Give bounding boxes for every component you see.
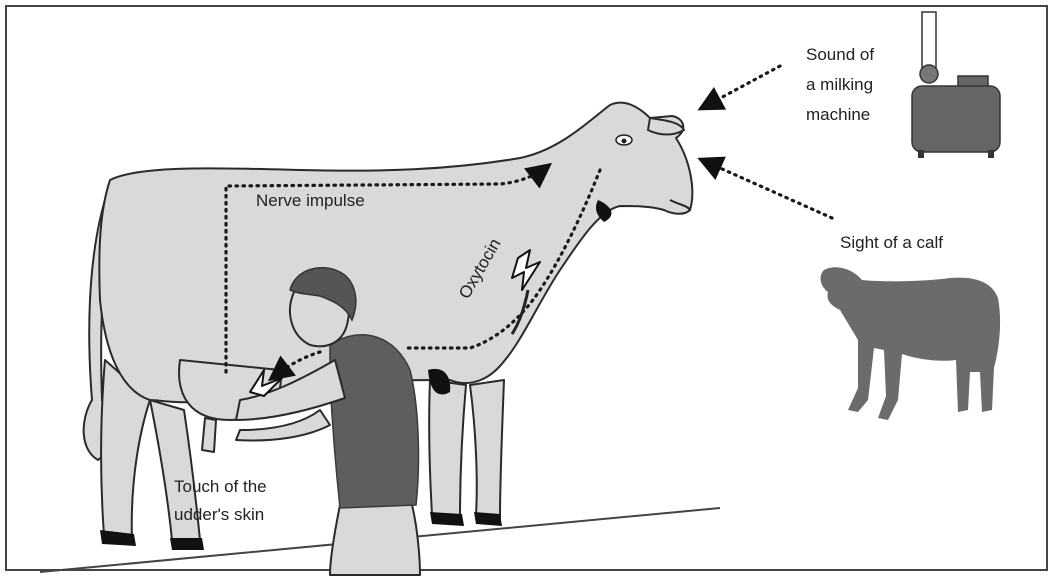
sound-label-line3: machine — [806, 105, 870, 124]
sound-label-line2: a milking — [806, 75, 873, 94]
nerve-impulse-label: Nerve impulse — [256, 191, 365, 210]
touch-label-line2: udder's skin — [174, 505, 264, 524]
touch-label-line1: Touch of the — [174, 477, 267, 496]
sight-of-calf-label: Sight of a calf — [840, 233, 943, 252]
sound-label-line1: Sound of — [806, 45, 874, 64]
